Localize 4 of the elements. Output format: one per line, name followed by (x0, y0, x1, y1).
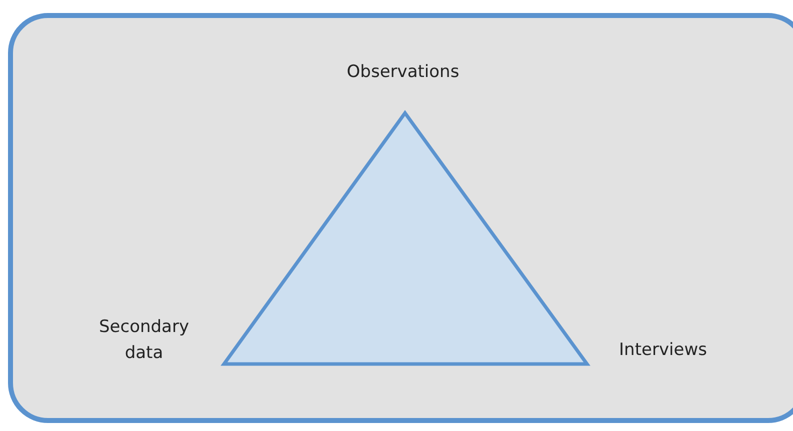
corner-label: Interviews (618, 339, 708, 362)
triangle-shape (220, 110, 590, 366)
corner-label: Observations (346, 61, 460, 84)
corner-label: Secondary data (98, 316, 190, 365)
